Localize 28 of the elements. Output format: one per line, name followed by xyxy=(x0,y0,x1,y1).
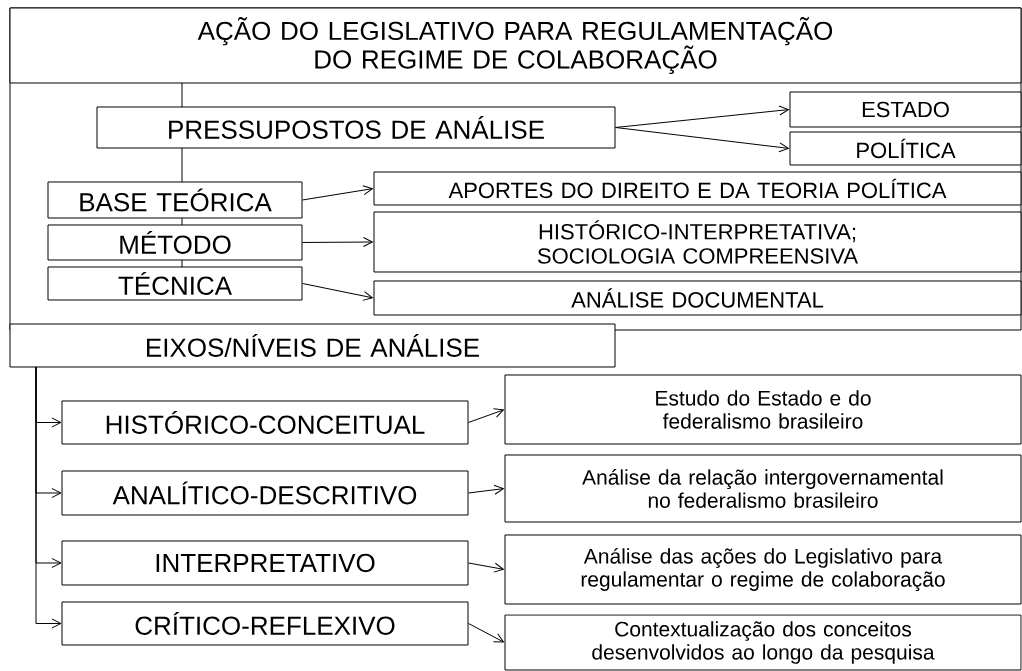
arrow xyxy=(302,283,373,301)
text-box: HISTÓRICO-INTERPRETATIVA; SOCIOLOGIA COMPREENSIVA xyxy=(373,211,1022,273)
text-box: PRESSUPOSTOS DE ANÁLISE xyxy=(96,106,616,149)
arrow xyxy=(468,408,504,423)
text-box: APORTES DO DIREITO E DA TEORIA POLÍTICA xyxy=(373,171,1022,206)
text-box: Análise da relação intergovernamental no federalismo brasileiro xyxy=(504,454,1022,523)
text-box: ANÁLISE DOCUMENTAL xyxy=(373,280,1022,316)
arrow xyxy=(35,366,62,629)
arrow xyxy=(302,237,373,248)
title-box: AÇÃO DO LEGISLATIVO PARA REGULAMENTAÇÃO DO REGIME DE COLABORAÇÃO xyxy=(9,7,1022,84)
arrow xyxy=(468,562,504,573)
text-box: MÉTODO xyxy=(47,224,303,261)
text-box: Estudo do Estado e do federalismo brasileiro xyxy=(504,374,1022,445)
arrow xyxy=(468,484,504,495)
text-box: TÉCNICA xyxy=(47,266,303,301)
text-box: CRÍTICO-REFLEXIVO xyxy=(61,601,469,646)
text-box: Análise das ações do Legislativo para regulamentar o regime de colaboração xyxy=(504,534,1022,605)
arrow xyxy=(468,623,504,643)
arrow xyxy=(615,127,789,153)
text-box: INTERPRETATIVO xyxy=(61,540,469,586)
text-box: EIXOS/NÍVEIS DE ANÁLISE xyxy=(9,323,616,368)
text-box: BASE TEÓRICA xyxy=(47,181,303,219)
arrow xyxy=(302,185,373,201)
text-box: POLÍTICA xyxy=(789,131,1022,166)
text-box: ANALÍTICO-DESCRITIVO xyxy=(61,470,469,516)
text-box: HISTÓRICO-CONCEITUAL xyxy=(61,400,469,445)
text-box: ESTADO xyxy=(789,91,1022,128)
text-box: Contextualização dos conceitos desenvolvidos ao longo da pesquisa xyxy=(504,614,1022,671)
